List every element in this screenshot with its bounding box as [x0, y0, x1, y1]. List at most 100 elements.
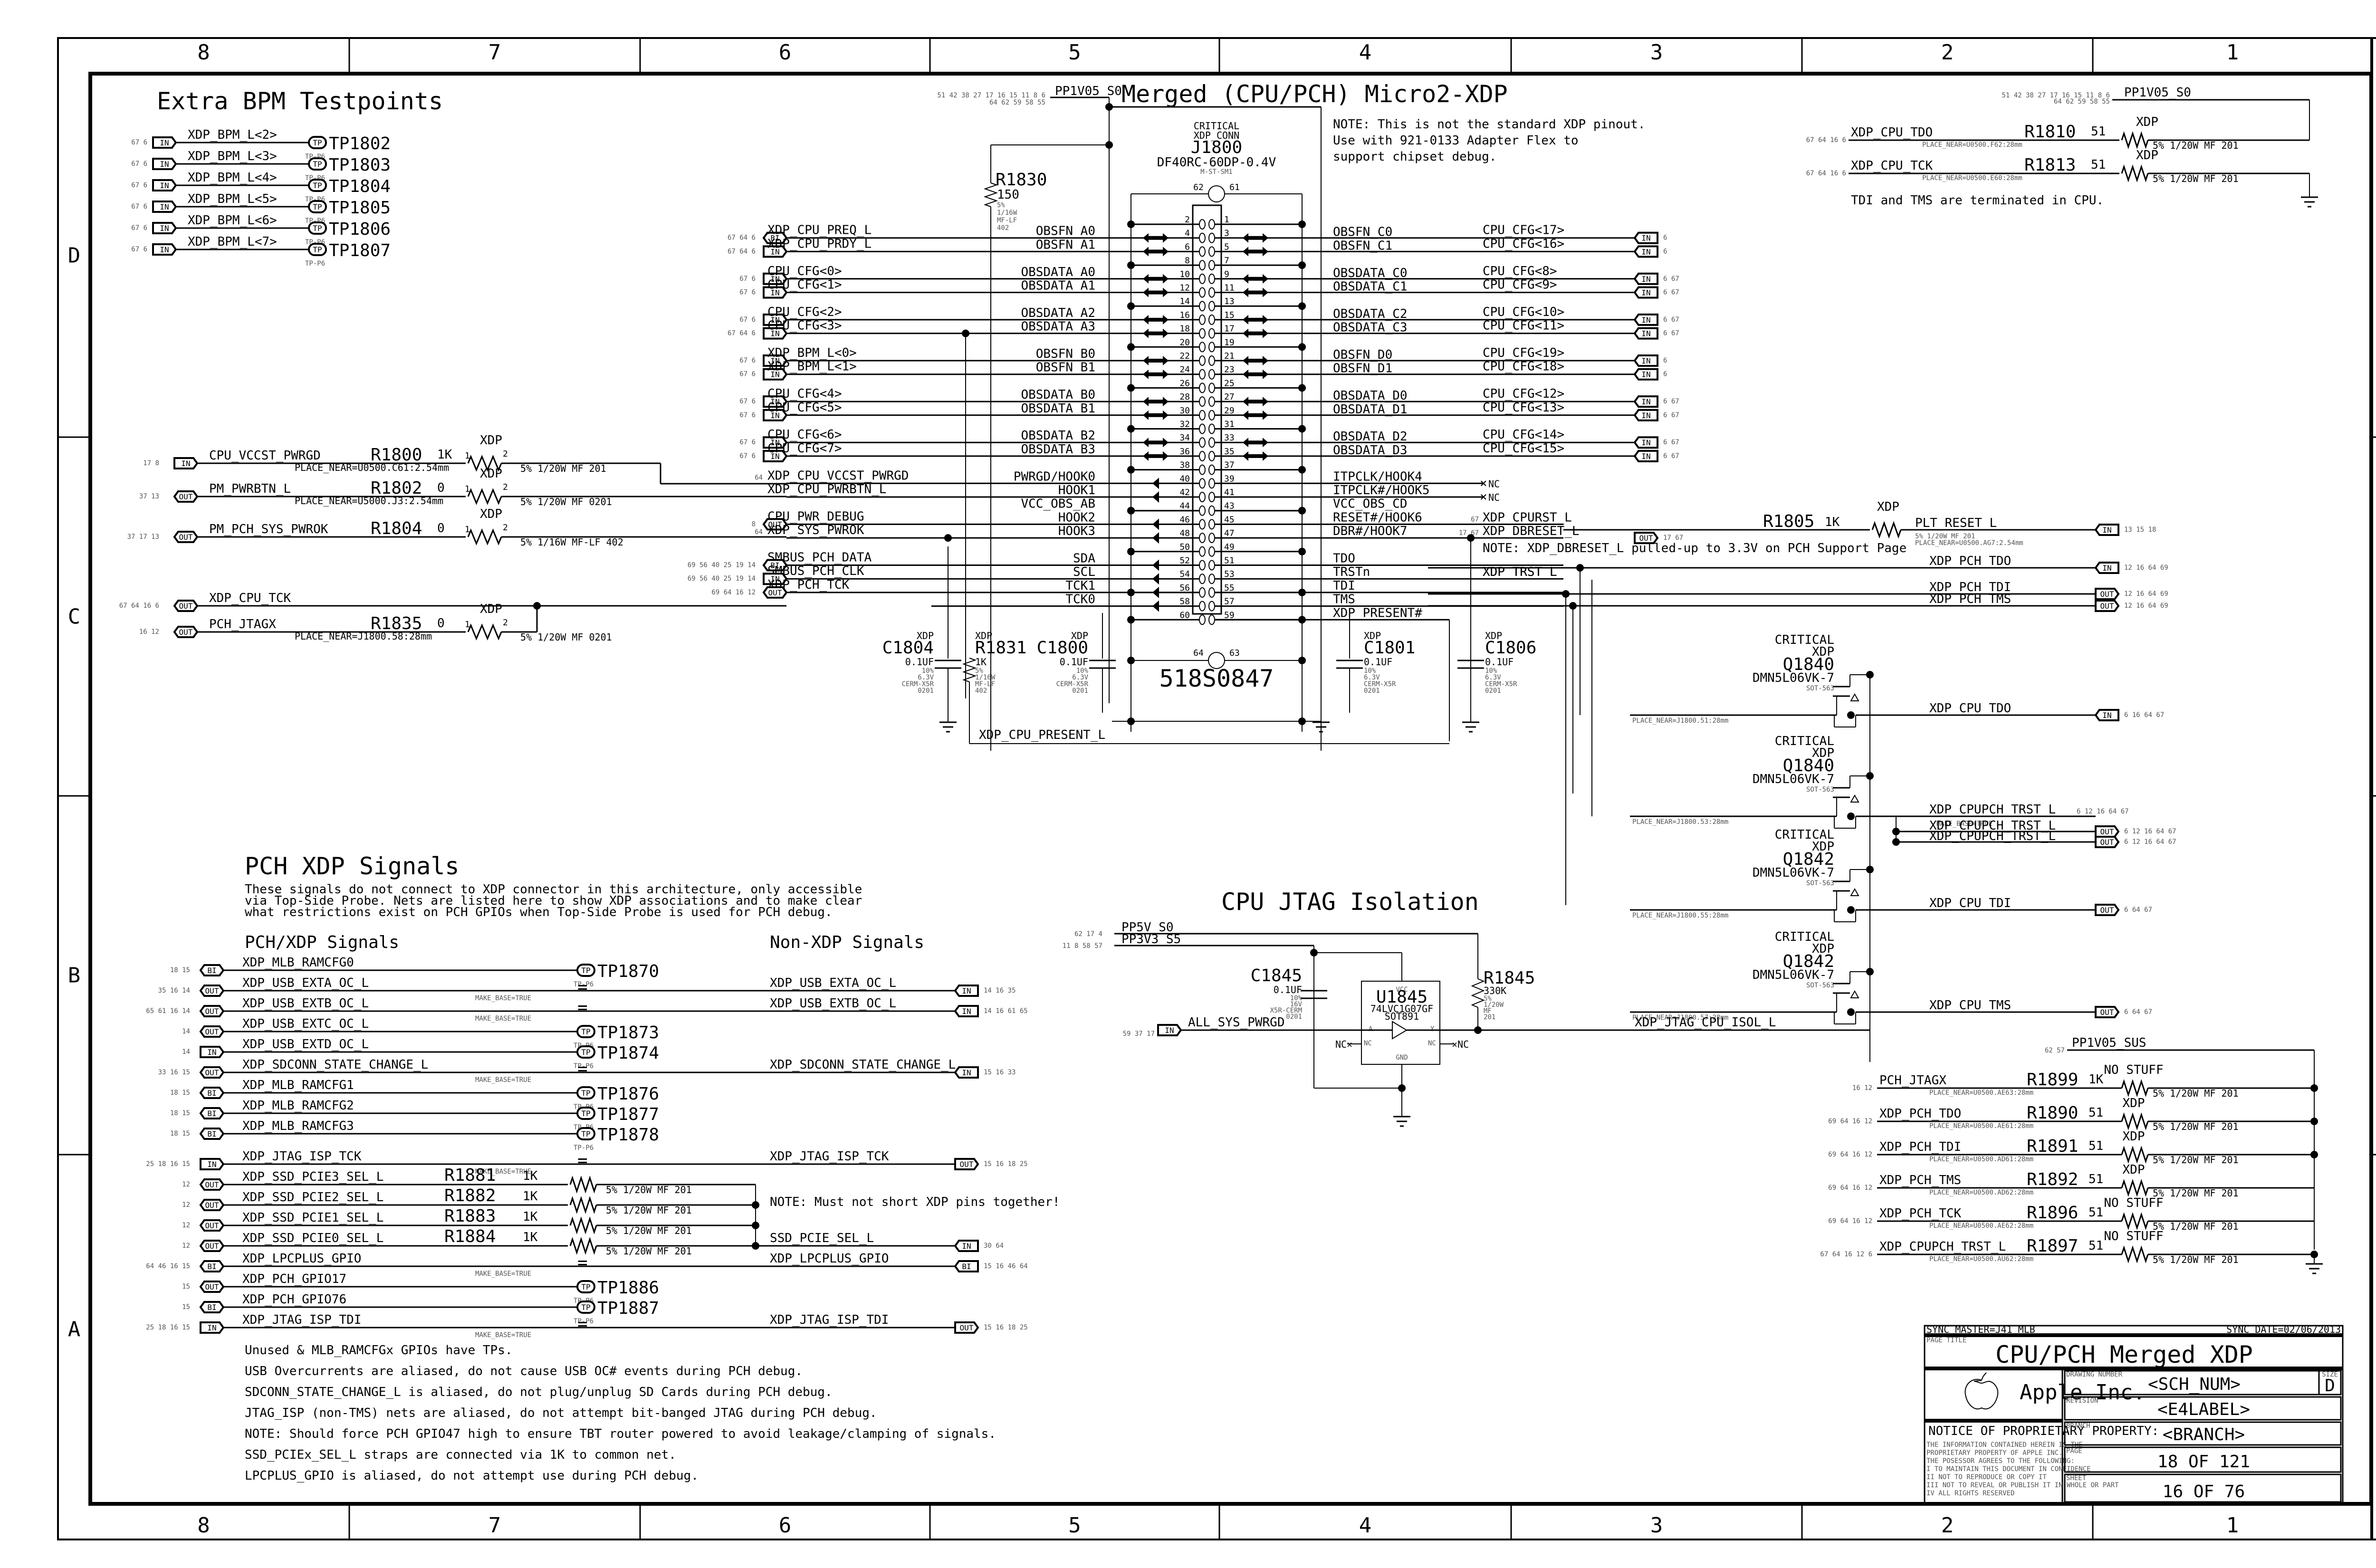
note-line: Unused & MLB_RAMCFGx GPIOs have TPs. — [245, 1343, 513, 1358]
port-flag-shape — [152, 136, 177, 149]
rail-name: PP1V05_S0 — [1055, 84, 1122, 98]
net-name: XDP_TRST_L — [1483, 565, 1557, 579]
port-flag-in: IN — [763, 436, 788, 449]
port-flag-out: OUT — [954, 1158, 979, 1170]
net-name: XDP_MLB_RAMCFG3 — [242, 1119, 354, 1133]
alias-net-name: XDP_JTAG_ISP_TDI — [770, 1313, 889, 1327]
group-tag: XDP — [1877, 500, 1899, 514]
group-tag: XDP — [1812, 840, 1834, 854]
pin-number: 1 — [465, 484, 470, 494]
port-flag-shape — [1633, 409, 1658, 421]
pin-number: 39 — [1224, 474, 1235, 484]
net-name: CPU_CFG<14> — [1483, 428, 1564, 442]
pin-pad — [1199, 342, 1206, 353]
placement-constraint: PLACE_NEAR=U0500.AG7:2.54mm — [1915, 539, 2023, 547]
port-flag-direction: BI — [207, 966, 216, 975]
port-flag-shape — [173, 490, 199, 503]
port-flag-direction: OUT — [768, 520, 782, 529]
net-name: XDP_USB_EXTA_OC_L — [242, 976, 369, 990]
port-flag-in: IN — [1633, 272, 1658, 285]
resistor-spec: 5% 1/20W MF 0201 — [520, 631, 612, 643]
pin-number: 46 — [1179, 515, 1190, 525]
pin-number: 29 — [1224, 406, 1235, 416]
port-flag-shape — [954, 1321, 979, 1334]
sheet-number-label: SHEET — [2066, 1474, 2087, 1482]
port-flag-direction: OUT — [2100, 590, 2114, 599]
net-name: CPU_CFG<6> — [767, 428, 842, 442]
group-tag: XDP — [1812, 645, 1834, 659]
page-refs: 67 64 16 6 — [119, 602, 159, 610]
pin-number: 22 — [1179, 351, 1190, 361]
page-refs: 69 64 16 12 — [711, 589, 756, 596]
pin-pad — [1208, 369, 1215, 380]
resistor-spec: 402 — [997, 224, 1009, 232]
make-base-tag: MAKE_BASE=TRUE — [1936, 820, 1993, 828]
pin-pad — [1199, 492, 1206, 502]
port-flag-direction: IN — [770, 411, 779, 420]
junction-dot — [1127, 384, 1135, 392]
port-flag-shape — [2095, 588, 2120, 600]
test-point-icon — [576, 1045, 595, 1059]
pin-pad — [1199, 560, 1206, 571]
page-refs: 6 64 67 — [2124, 906, 2152, 914]
pin-number: 41 — [1224, 488, 1235, 497]
test-point-ref: TP1870 — [597, 962, 659, 981]
port-flag-out: OUT — [199, 985, 225, 997]
test-point-glyph: TP — [313, 245, 322, 254]
branch: <BRANCH> — [2163, 1425, 2245, 1444]
port-flag-shape — [2094, 524, 2119, 536]
test-point-icon — [576, 1086, 595, 1100]
port-flag-direction: IN — [207, 1323, 216, 1332]
port-flag-direction: BI — [770, 234, 779, 243]
port-flag-direction: BI — [207, 1262, 216, 1271]
note-line: support chipset debug. — [1333, 150, 1496, 164]
note-line: NOTE: This is not the standard XDP pinou… — [1333, 117, 1645, 132]
resistor-value: 51 — [2089, 1106, 2103, 1120]
port-flag-shape — [199, 1005, 225, 1017]
test-point-ref: TP1806 — [329, 220, 391, 239]
make-base-tag: MAKE_BASE=TRUE — [475, 1331, 531, 1339]
junction-dot — [752, 1242, 759, 1250]
port-flag-direction: IN — [207, 1048, 216, 1057]
port-flag-direction: OUT — [205, 1242, 219, 1251]
zone-row-label: C — [68, 605, 81, 629]
resistor-ref: R1813 — [2024, 155, 2076, 175]
resistor-spec: 5% — [1484, 995, 1492, 1003]
capacitor-value: 0.1UF — [1364, 656, 1392, 668]
pin-number: 33 — [1224, 433, 1235, 443]
pin-number: 2 — [503, 449, 508, 459]
pin-pad — [1208, 328, 1215, 339]
resistor-ref: R1896 — [2027, 1203, 2078, 1223]
junction-dot — [1127, 547, 1135, 555]
junction-dot — [1127, 717, 1135, 725]
page-refs: 69 64 16 12 — [1828, 1151, 1872, 1158]
net-name: XDP_CPUPCH_TRST_L — [1929, 803, 2056, 817]
resistor-spec: 5% 1/20W MF 201 — [2153, 173, 2239, 184]
pin-number: 5 — [1224, 242, 1229, 252]
junction-dot — [2310, 1118, 2318, 1125]
connector-body — [1192, 204, 1222, 615]
net-name: XDP_PCH_TDO — [1879, 1107, 1961, 1121]
junction-dot — [944, 534, 952, 542]
net-name: CPU_CFG<15> — [1483, 441, 1564, 456]
junction-dot — [1127, 466, 1135, 474]
isolation-title: CPU JTAG Isolation — [1221, 888, 1479, 916]
group-tag: XDP — [2123, 1096, 2145, 1110]
resistor-spec: 5% 1/20W MF 201 — [2153, 1221, 2239, 1232]
port-flag-shape — [954, 1240, 979, 1252]
port-flag-direction: OUT — [2100, 1008, 2114, 1017]
resistor-value: 51 — [2089, 1239, 2103, 1253]
port-flag-in: IN — [1633, 368, 1658, 381]
net-name: CPU_CFG<9> — [1483, 278, 1557, 292]
pin-name: NC — [1428, 1040, 1436, 1047]
resistor-value: 51 — [2089, 1139, 2103, 1153]
pin-number: 17 — [1224, 324, 1235, 334]
page-refs: 14 16 35 — [984, 987, 1016, 994]
pin-number: 40 — [1179, 474, 1190, 484]
junction-dot — [1298, 657, 1306, 664]
